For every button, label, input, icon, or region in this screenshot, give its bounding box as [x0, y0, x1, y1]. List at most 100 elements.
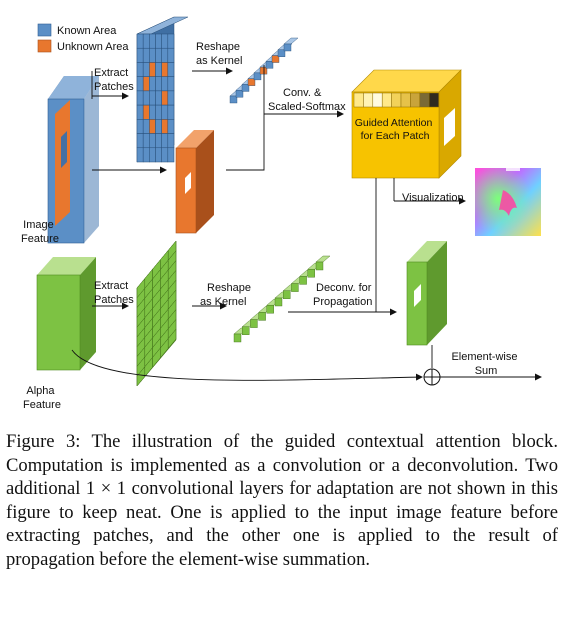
patch-cell	[155, 47, 162, 63]
patch-cell	[136, 76, 144, 92]
attention-block-diagram: Known Area Unknown Area Image Feature Ex…	[21, 16, 542, 411]
patch-cell	[149, 119, 156, 134]
element-sum-node	[423, 368, 441, 386]
extract-patches-bottom-label: Extract Patches	[94, 280, 134, 306]
patch-cell	[155, 62, 162, 77]
deconv-label: Deconv. for Propagation	[313, 282, 375, 308]
kernel-cell-face-green	[283, 290, 291, 299]
attention-cell	[372, 92, 383, 108]
patch-cell	[167, 90, 175, 106]
extract-patches-bottom-line1: Extract	[94, 280, 128, 292]
patch-cell	[167, 147, 175, 163]
patch-cell	[167, 119, 175, 134]
patch-cell	[136, 104, 144, 120]
patch-cell	[142, 76, 150, 92]
image-feature-block	[47, 76, 99, 244]
patch-grid-top	[136, 16, 189, 163]
kernel-cell-face-green	[241, 326, 250, 335]
patch-cell	[155, 104, 162, 120]
patch-cell	[136, 119, 144, 134]
patch-cell	[161, 90, 169, 106]
legend-known-swatch	[37, 23, 52, 37]
visualization-image	[475, 168, 541, 236]
conv-softmax-line2: Scaled-Softmax	[268, 101, 346, 113]
alpha-feature-line2: Feature	[23, 399, 61, 411]
kernel-cell-top-green	[315, 255, 331, 263]
patch-cell	[149, 62, 156, 77]
guided-attention-line1: Guided Attention	[355, 117, 433, 129]
kernel-cell-face-green	[315, 261, 324, 271]
attention-strip	[353, 92, 439, 108]
kernel-cell-face-green	[266, 305, 274, 314]
propagated-feature-block	[406, 241, 447, 346]
patch-cell	[155, 76, 162, 92]
image-feature-label-line1: Image	[23, 219, 54, 231]
patch-cell	[161, 147, 169, 163]
patch-cell	[136, 47, 144, 63]
patch-cell	[161, 62, 169, 77]
attention-cell	[391, 92, 402, 108]
patch-cell	[136, 90, 144, 106]
kernel-cell-top	[283, 37, 299, 45]
patch-cell	[142, 33, 150, 49]
conv-softmax-line1: Conv. &	[283, 87, 322, 99]
attention-cell	[428, 92, 439, 108]
patch-cell-green	[167, 328, 177, 350]
connectors	[71, 65, 542, 381]
kernel-cell-face-green	[233, 333, 242, 343]
patch-cell	[136, 147, 144, 163]
legend-known-label: Known Area	[57, 25, 117, 37]
reshape-kernel-top-line1: Reshape	[196, 41, 240, 53]
unknown-feature-block	[175, 130, 214, 234]
patch-cell	[167, 76, 175, 92]
patch-cell	[155, 119, 162, 134]
kernel-cell-face-green	[291, 283, 299, 292]
kernel-cell-face	[283, 43, 292, 52]
patch-cell	[161, 119, 169, 134]
attention-cell	[353, 92, 364, 108]
kernel-strip-top	[229, 37, 299, 104]
image-feature-label: Image Feature	[21, 219, 59, 245]
kernel-cell-face	[265, 61, 274, 69]
kernel-cell-face	[229, 95, 238, 104]
attention-cell	[419, 92, 430, 108]
extract-patches-top-label: Extract Patches	[94, 67, 134, 93]
kernel-cell-face	[259, 66, 268, 75]
patch-cell	[142, 147, 150, 163]
patch-cell	[155, 90, 162, 106]
image-feature-label-line2: Feature	[21, 233, 59, 245]
reshape-kernel-top-line2: as Kernel	[196, 55, 242, 67]
kernel-cell-face	[235, 90, 244, 98]
kernel-cell-face-green	[250, 319, 258, 328]
element-sum-line1: Element-wise	[451, 351, 517, 363]
kernel-cell-face	[253, 72, 262, 81]
patch-cell	[167, 33, 175, 49]
legend: Known Area Unknown Area	[37, 23, 129, 53]
kernel-cell-face	[247, 78, 256, 86]
attention-cell	[410, 92, 421, 108]
kernel-cell-face	[241, 84, 250, 92]
patch-cell	[161, 104, 169, 120]
attention-cell	[381, 92, 392, 108]
patch-cell	[167, 104, 175, 120]
extract-patches-bottom-line2: Patches	[94, 294, 134, 306]
kernel-cell-face	[277, 49, 286, 57]
guided-attention-label: Guided Attention for Each Patch	[355, 117, 436, 142]
legend-unknown-label: Unknown Area	[57, 41, 129, 53]
patch-cell	[155, 33, 162, 49]
legend-unknown-swatch	[37, 39, 52, 53]
reshape-kernel-top-label: Reshape as Kernel	[196, 41, 243, 67]
reshape-kernel-bottom-line2: as Kernel	[200, 296, 246, 308]
kernel-cell-face-green	[307, 269, 315, 278]
visualization-label: Visualization	[402, 192, 464, 204]
kernel-cell-face-green	[274, 297, 283, 307]
patch-cell	[136, 62, 144, 77]
patch-cell	[155, 147, 162, 163]
patch-cell	[142, 119, 150, 134]
patch-cell	[142, 62, 150, 77]
conv-softmax-label: Conv. & Scaled-Softmax	[268, 87, 346, 113]
patch-cell	[149, 147, 156, 163]
deconv-line2: Propagation	[313, 296, 372, 308]
patch-cell	[155, 133, 162, 149]
patch-cell	[142, 133, 150, 149]
